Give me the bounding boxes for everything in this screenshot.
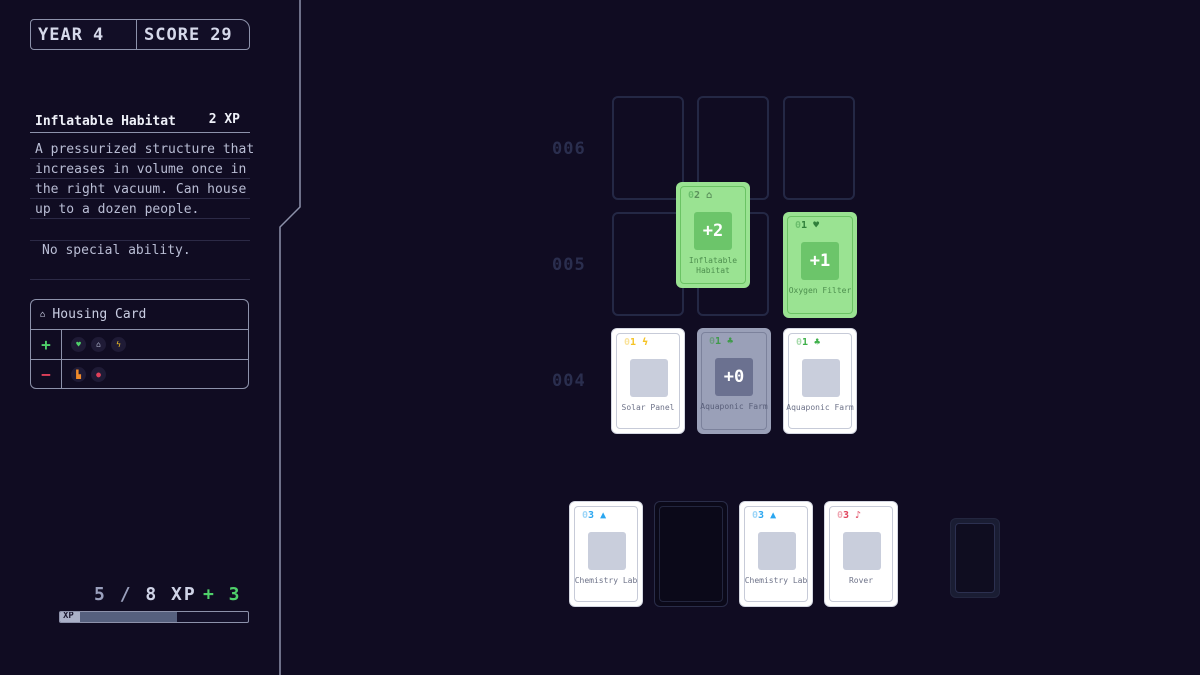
description-line: increases in volume once in: [30, 160, 250, 179]
row-label-006: 006: [552, 139, 586, 159]
card-info-xp: 2 XP: [208, 112, 240, 127]
card-bonus: +0: [715, 358, 753, 396]
year-value: 4: [92, 24, 105, 45]
card-cost: 03 ♪: [837, 510, 862, 521]
card-cost: 03 ▲: [752, 510, 777, 521]
house-icon: ⌂: [40, 309, 46, 320]
plus-sign: +: [31, 330, 62, 359]
card-cost: 02 ⌂: [688, 190, 713, 201]
score-value: 29: [210, 24, 233, 45]
card-cost: 01 ♣: [709, 336, 734, 347]
hand-card-chemistry-lab[interactable]: 03 ▲ Chemistry Lab: [739, 501, 813, 607]
card-label: Chemistry Lab: [744, 576, 808, 585]
plus-effects-row: + ♥ ⌂ ϟ: [31, 330, 248, 359]
year-display: YEAR 4: [31, 20, 137, 49]
factory-icon: ▙: [71, 367, 86, 382]
card-label: Aquaponic Farm: [786, 403, 854, 412]
bolt-icon: ϟ: [111, 337, 126, 352]
description-line: up to a dozen people.: [30, 200, 250, 219]
card-label: Rover: [848, 576, 874, 585]
card-cost: 01 ϟ: [624, 337, 649, 348]
card-type-header: ⌂ Housing Card: [31, 300, 248, 330]
xp-bar-tag: XP: [63, 611, 74, 621]
xp-progress-fill: [60, 612, 177, 622]
card-info-name: Inflatable Habitat: [35, 114, 176, 129]
card-art: [802, 359, 840, 397]
description-line: A pressurized structure that: [30, 140, 254, 159]
bolt-icon: ϟ: [642, 337, 649, 348]
description-line: the right vacuum. Can house: [30, 180, 250, 199]
house-icon: ⌂: [91, 337, 106, 352]
hand-card-chemistry-lab[interactable]: 03 ▲ Chemistry Lab: [569, 501, 643, 607]
card-art: [630, 359, 668, 397]
score-display: SCORE 29: [137, 20, 233, 49]
music-icon: ♪: [855, 510, 862, 521]
ability-text: No special ability.: [42, 243, 191, 258]
card-cost: 01 ♥: [795, 220, 820, 231]
card-label: Oxygen Filter: [788, 286, 852, 295]
board-slot[interactable]: [612, 212, 684, 316]
ability-row: No special ability.: [30, 240, 250, 280]
card-info-header: Inflatable Habitat 2 XP: [30, 112, 250, 133]
card-art: [843, 532, 881, 570]
xp-max: 8 XP: [145, 584, 197, 605]
card-type-label: Housing Card: [52, 307, 147, 322]
card-art: [588, 532, 626, 570]
card-inflatable-habitat-selected[interactable]: 02 ⌂ +2 Inflatable Habitat: [676, 182, 750, 288]
xp-gain: + 3: [203, 584, 242, 605]
heart-icon: ♥: [813, 220, 820, 231]
board-slot[interactable]: [783, 96, 855, 200]
card-bonus: +2: [694, 212, 732, 250]
score-label: SCORE: [144, 24, 201, 45]
leaf-icon: ♣: [814, 337, 821, 348]
hand-card-back[interactable]: [654, 501, 728, 607]
card-oxygen-filter[interactable]: 01 ♥ +1 Oxygen Filter: [783, 212, 857, 318]
xp-progress-bar: XP: [59, 611, 249, 623]
xp-current: 5: [94, 584, 107, 605]
card-label: Solar Panel: [621, 403, 675, 412]
card-cost: 01 ♣: [796, 337, 821, 348]
row-label-005: 005: [552, 255, 586, 275]
year-label: YEAR: [38, 24, 83, 45]
draw-deck[interactable]: [950, 518, 1000, 598]
card-solar-panel[interactable]: 01 ϟ Solar Panel: [611, 328, 685, 434]
card-cost: 03 ▲: [582, 510, 607, 521]
house-icon: ⌂: [706, 190, 713, 201]
heart-icon: ♥: [71, 337, 86, 352]
flask-icon: ▲: [770, 510, 777, 521]
card-type-panel: ⌂ Housing Card + ♥ ⌂ ϟ − ▙ ●: [30, 299, 249, 389]
xp-counter: 5 / 8 XP: [94, 584, 197, 605]
hazard-icon: ●: [91, 367, 106, 382]
card-label: Aquaponic Farm: [700, 402, 768, 411]
card-aquaponic-farm[interactable]: 01 ♣ Aquaponic Farm: [783, 328, 857, 434]
minus-sign: −: [31, 360, 62, 389]
card-label: Chemistry Lab: [574, 576, 638, 585]
card-bonus: +1: [801, 242, 839, 280]
status-hud: YEAR 4 SCORE 29: [30, 19, 250, 50]
leaf-icon: ♣: [727, 336, 734, 347]
card-art: [758, 532, 796, 570]
card-aquaponic-farm-placed[interactable]: 01 ♣ +0 Aquaponic Farm: [697, 328, 771, 434]
flask-icon: ▲: [600, 510, 607, 521]
hand-card-rover[interactable]: 03 ♪ Rover: [824, 501, 898, 607]
minus-effects-row: − ▙ ●: [31, 359, 248, 389]
row-label-004: 004: [552, 371, 586, 391]
xp-separator: /: [119, 584, 133, 605]
card-label: Inflatable Habitat: [688, 256, 738, 275]
board-slot[interactable]: [612, 96, 684, 200]
